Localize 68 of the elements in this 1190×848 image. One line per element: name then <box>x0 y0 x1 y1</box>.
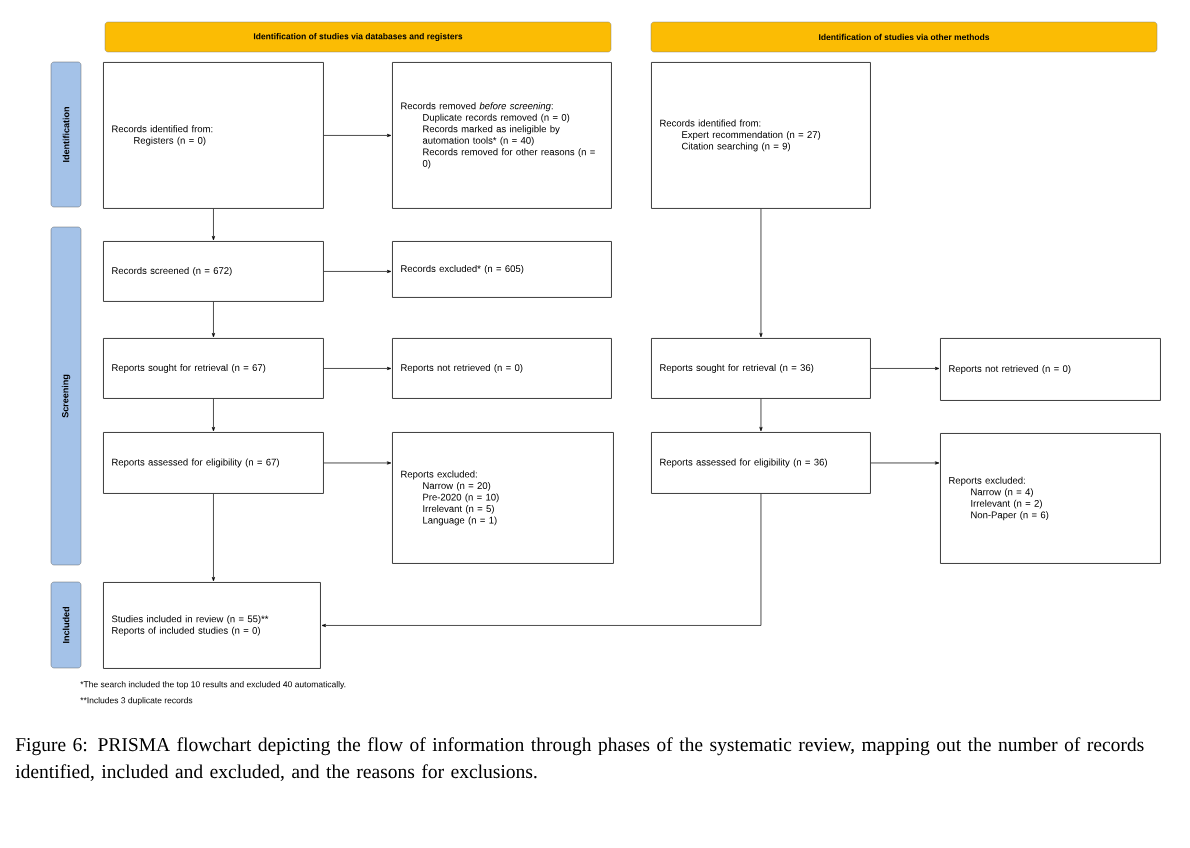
banner-text: Identification of studies via other methods <box>819 33 990 41</box>
arrow <box>323 133 392 138</box>
banner-text: Identification of studies via databases and registers <box>253 33 463 41</box>
process-box <box>940 338 1161 401</box>
phase-band <box>50 581 82 669</box>
arrow <box>323 366 392 371</box>
phase-band <box>50 226 82 566</box>
process-box <box>103 582 321 669</box>
box-text: Records screened (n = 672) <box>112 267 232 276</box>
arrow <box>321 493 762 628</box>
process-box <box>392 338 612 399</box>
caption: Figure 6: PRISMA flowchart depicting the flow of information through phases of the systematic review, mapping out the number of records identified, included and excluded, and the reasons for exclusions. <box>15 737 1144 781</box>
process-box <box>103 432 324 494</box>
process-box <box>651 338 871 399</box>
arrow <box>211 301 216 338</box>
phase-banner <box>104 21 612 53</box>
box-text: Irrelevant (n = 5) <box>423 505 494 514</box>
box-text: Records excluded* (n = 605) <box>401 265 524 274</box>
box-text: Narrow (n = 20) <box>423 482 491 491</box>
process-box <box>651 62 871 209</box>
process-box <box>651 432 871 494</box>
process-box <box>103 241 324 302</box>
footnote: **Includes 3 duplicate records <box>80 697 193 705</box>
box-text: Records identified from: <box>112 125 213 133</box>
box-text: Reports sought for retrieval (n = 67) <box>112 364 266 373</box>
arrow <box>323 461 392 465</box>
box-text: Expert recommendation (n = 27) <box>682 131 821 140</box>
process-box <box>103 62 324 209</box>
box-text: Pre-2020 (n = 10) <box>423 493 499 503</box>
arrow <box>323 269 392 274</box>
box-text: Studies included in review (n = 55)** <box>111 615 269 625</box>
process-box <box>103 338 324 399</box>
box-text: Records removed before screening: <box>401 102 553 112</box>
box-text: Irrelevant (n = 2) <box>971 499 1042 509</box>
box-text: Duplicate records removed (n = 0) <box>423 113 570 123</box>
arrow <box>870 461 940 465</box>
box-text: Narrow (n = 4) <box>971 488 1033 498</box>
band-text: Identification <box>62 107 70 162</box>
box-text: Reports not retrieved (n = 0) <box>949 365 1071 374</box>
box-text: Reports sought for retrieval (n = 36) <box>660 364 814 373</box>
process-box <box>392 432 614 564</box>
band-text: Included <box>62 607 70 643</box>
arrow <box>759 398 763 432</box>
box-text: Records marked as ineligible by automation tools* (n = 40) <box>422 125 560 146</box>
box-text: Citation searching (n = 9) <box>681 142 790 152</box>
arrow <box>870 366 940 371</box>
process-box <box>392 62 612 209</box>
box-text: Reports excluded: <box>949 476 1025 486</box>
arrow <box>211 493 216 582</box>
phase-banner <box>650 21 1158 53</box>
phase-band <box>50 61 82 208</box>
box-text: Records identified from: <box>660 119 761 127</box>
arrow <box>211 398 216 432</box>
process-box <box>940 433 1161 564</box>
box-text: Reports assessed for eligibility (n = 67) <box>112 458 279 468</box>
box-text: Non-Paper (n = 6) <box>971 511 1049 521</box>
arrow <box>211 208 216 241</box>
footnote: *The search included the top 10 results and excluded 40 automatically. <box>80 681 346 689</box>
box-text: Reports excluded: <box>401 470 477 480</box>
box-text: Reports not retrieved (n = 0) <box>401 364 523 373</box>
box-text: Language (n = 1) <box>423 516 497 526</box>
box-text: Records removed for other reasons (n = 0) <box>422 148 595 169</box>
box-text: Reports of included studies (n = 0) <box>112 626 260 636</box>
process-box <box>392 241 612 298</box>
band-text: Screening <box>61 374 71 418</box>
box-text: Registers (n = 0) <box>134 136 206 146</box>
box-text: Reports assessed for eligibility (n = 36) <box>660 458 827 468</box>
arrow <box>759 208 763 338</box>
